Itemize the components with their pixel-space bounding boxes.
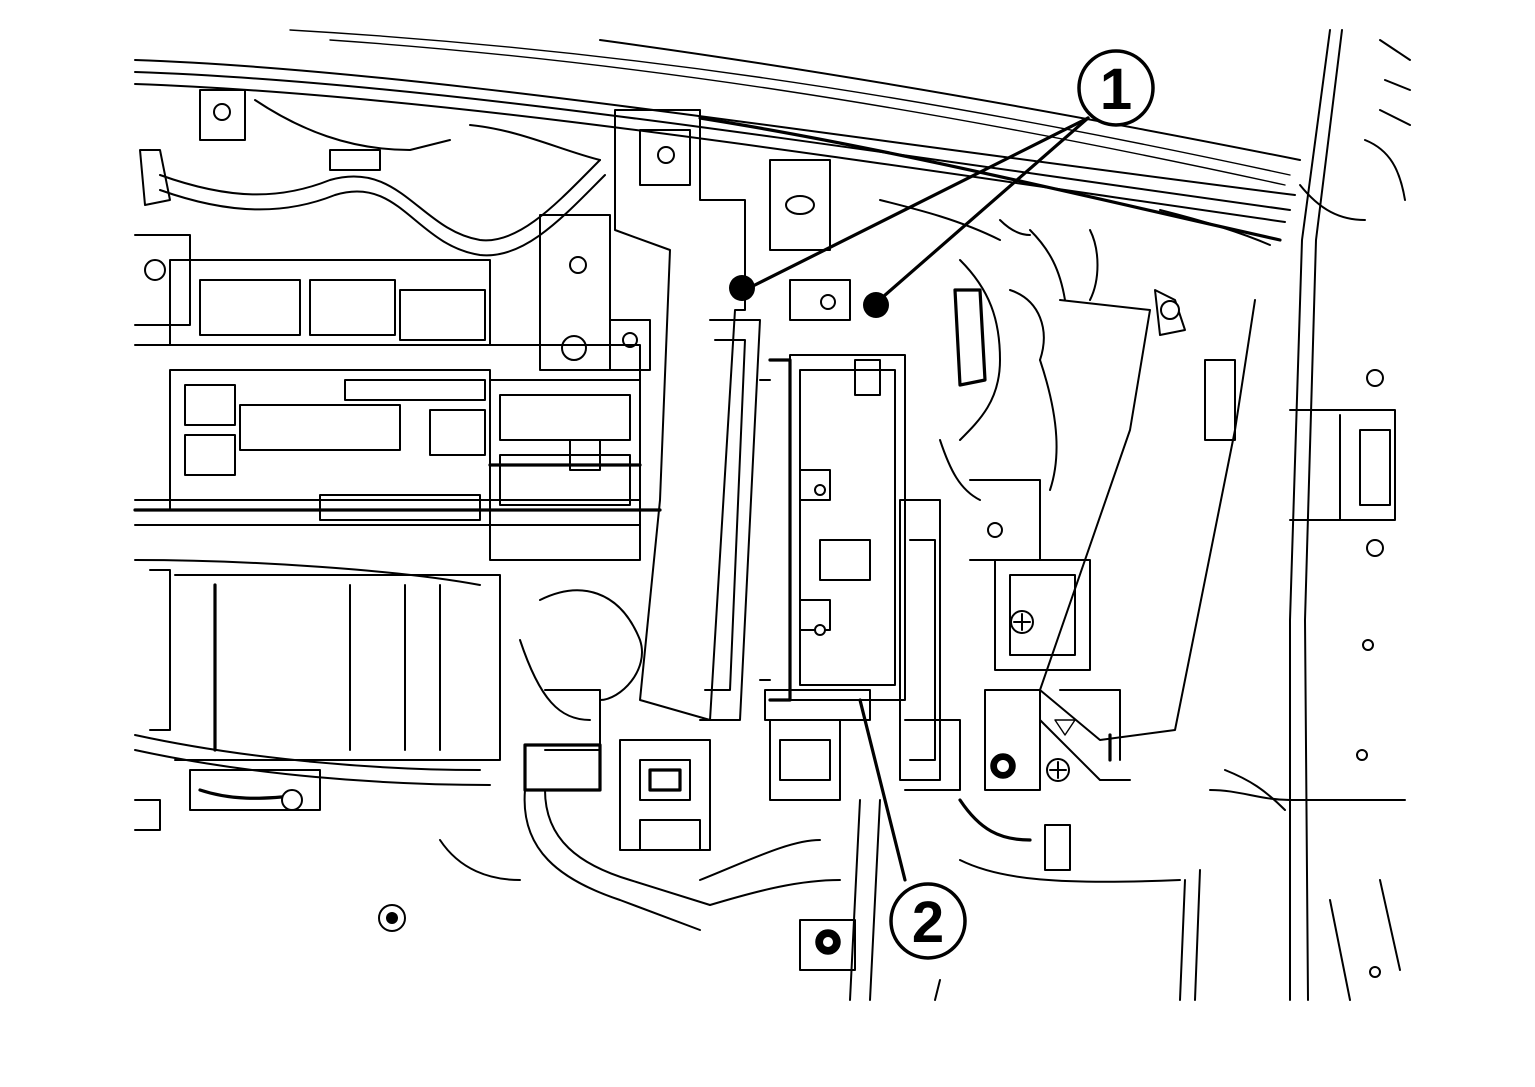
screw-icon [1010, 610, 1034, 634]
bolt-head-icon [863, 292, 889, 318]
bolt-icon [569, 256, 587, 274]
strut-bracket [1039, 289, 1256, 782]
callout-2-label: 2 [912, 890, 944, 955]
lower-frame-lines [849, 799, 1201, 1001]
callout-1: 1 [729, 49, 1155, 318]
hose-assembly [439, 589, 856, 971]
bolt-icon [1160, 300, 1180, 320]
wiring-harness [879, 199, 1099, 501]
callout-2: 2 [858, 698, 967, 960]
right-fender-pillar [1204, 29, 1411, 1001]
upper-left-wiring [139, 89, 651, 371]
bolt-icon [657, 146, 675, 164]
callout-1-label: 1 [1100, 57, 1132, 122]
bolt-head-icon [729, 275, 755, 301]
mount-plate [958, 479, 1091, 871]
control-module [759, 354, 961, 801]
bolt-icon [1366, 369, 1384, 387]
left-housing [133, 234, 662, 561]
bolt-icon [1366, 539, 1384, 557]
center-bracket [614, 109, 851, 721]
lower-left-housing [134, 559, 501, 932]
callout-1-circle [1077, 49, 1155, 127]
screw-icon [1046, 758, 1070, 782]
callout-2-circle [889, 882, 967, 960]
